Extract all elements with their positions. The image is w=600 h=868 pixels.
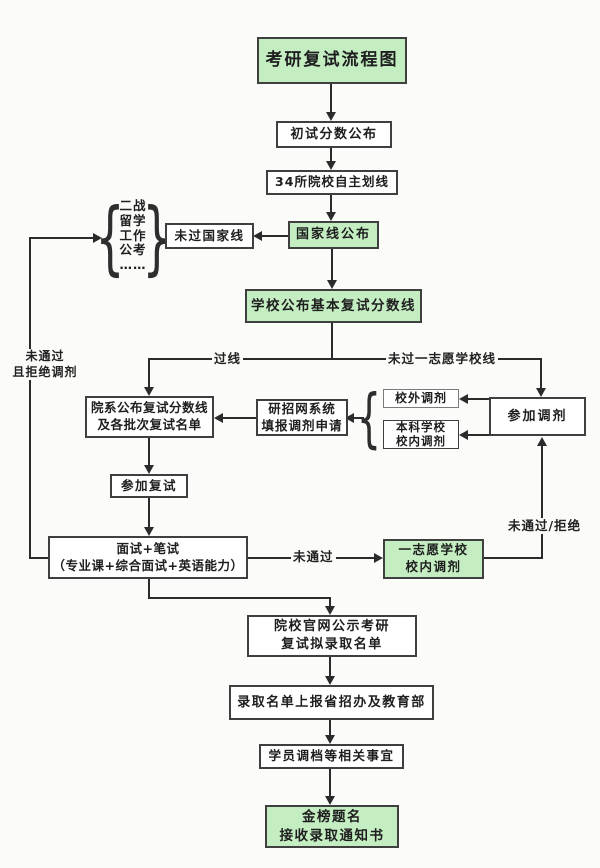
arrowhead-down-icon	[325, 796, 335, 805]
connector-announce-to-report	[329, 657, 331, 676]
arrowhead-left-icon	[459, 394, 468, 404]
arrowhead-down-icon	[327, 280, 337, 289]
connector-school-to-branch	[331, 323, 333, 359]
brace-left-icon: {	[95, 189, 125, 285]
connector-firstchoice-up	[541, 446, 543, 559]
node-init-score: 初试分数公布	[276, 121, 392, 148]
connector-line34-to-national	[330, 195, 332, 212]
arrowhead-down-icon	[144, 465, 154, 474]
node-yanzhao-system: 研招网系统 填报调剂申请	[256, 399, 348, 436]
connector-interview-right	[148, 597, 331, 599]
node-report-list: 录取名单上报省招办及教育部	[229, 685, 434, 720]
arrowhead-down-icon	[536, 388, 546, 397]
arrowhead-down-icon	[326, 212, 336, 221]
arrowhead-down-icon	[326, 112, 336, 121]
arrowhead-right-icon	[374, 553, 383, 563]
node-fail-national-line: 未过国家线	[165, 223, 254, 249]
edge-label-fail-and-refuse: 未通过 且拒绝调剂	[7, 349, 83, 381]
node-school-basic-line: 学校公布基本复试分数线	[245, 289, 422, 323]
node-national-line: 国家线公布	[288, 221, 379, 249]
connector-firstchoice-right	[483, 557, 543, 559]
arrowhead-down-icon	[144, 527, 154, 536]
arrowhead-down-icon	[325, 676, 335, 685]
node-join-fushi: 参加复试	[110, 474, 188, 498]
connector-brace-to-yanzhao	[354, 417, 364, 419]
arrowhead-down-icon	[325, 735, 335, 744]
node-external-tiaoji: 校外调剂	[383, 389, 459, 408]
connector-branch-to-dept	[148, 358, 150, 387]
connector-national-to-school	[331, 249, 333, 280]
node-announce-list: 院校官网公示考研 复试拟录取名单	[247, 615, 417, 657]
connector-archive-to-final	[329, 769, 331, 796]
node-first-choice-tiaoji: 一志愿学校 校内调剂	[383, 539, 484, 579]
connector-tiaoji-to-undergrad	[468, 434, 489, 436]
brace-merge-icon: {	[356, 380, 382, 456]
arrowhead-up-icon	[537, 437, 547, 446]
node-retry-options: 二战 留学 工作 公考 ……	[119, 198, 147, 273]
connector-tiaoji-to-external	[468, 398, 489, 400]
arrowhead-left-icon	[253, 231, 262, 241]
connector-dept-to-fushi	[148, 437, 150, 465]
node-undergrad-tiaoji: 本科学校 校内调剂	[383, 420, 459, 449]
node-title: 考研复试流程图	[257, 37, 407, 84]
connector-national-to-fail	[262, 235, 288, 237]
node-join-tiaoji: 参加调剂	[489, 397, 586, 436]
connector-left-feedback-top	[29, 237, 93, 239]
connector-interview-left	[30, 557, 48, 559]
connector-title-to-initscore	[330, 84, 332, 112]
edge-label-fail-or-refuse: 未通过/拒绝	[506, 518, 584, 535]
node-interview-written: 面试+笔试 （专业课+综合面试+英语能力）	[48, 536, 248, 579]
connector-branch-horizontal	[148, 358, 542, 360]
connector-fushi-to-interview	[148, 498, 150, 527]
arrowhead-right-icon	[93, 233, 102, 243]
edge-label-fail-first-choice-line: 未过一志愿学校线	[386, 351, 499, 368]
connector-report-to-archive	[329, 720, 331, 735]
edge-label-fail-interview: 未通过	[291, 549, 336, 566]
connector-initscore-to-line34	[330, 148, 332, 161]
arrowhead-left-icon	[345, 413, 354, 423]
node-dept-line-list: 院系公布复试分数线 及各批次复试名单	[85, 396, 214, 438]
arrowhead-down-icon	[325, 606, 335, 615]
arrowhead-down-icon	[326, 161, 336, 170]
arrowhead-left-icon	[214, 413, 223, 423]
edge-label-pass-line: 过线	[212, 351, 244, 368]
connector-branch-to-jointiaoji	[540, 358, 542, 388]
connector-to-announce	[329, 597, 331, 606]
arrowhead-left-icon	[459, 430, 468, 440]
connector-left-feedback-vertical	[29, 237, 31, 559]
node-34-schools-line: 34所院校自主划线	[266, 170, 398, 195]
connector-interview-down	[148, 579, 150, 599]
connector-yanzhao-to-dept	[223, 417, 256, 419]
node-final-admission: 金榜题名 接收录取通知书	[265, 805, 399, 848]
node-archive: 学员调档等相关事宜	[259, 744, 404, 769]
arrowhead-down-icon	[144, 387, 154, 396]
